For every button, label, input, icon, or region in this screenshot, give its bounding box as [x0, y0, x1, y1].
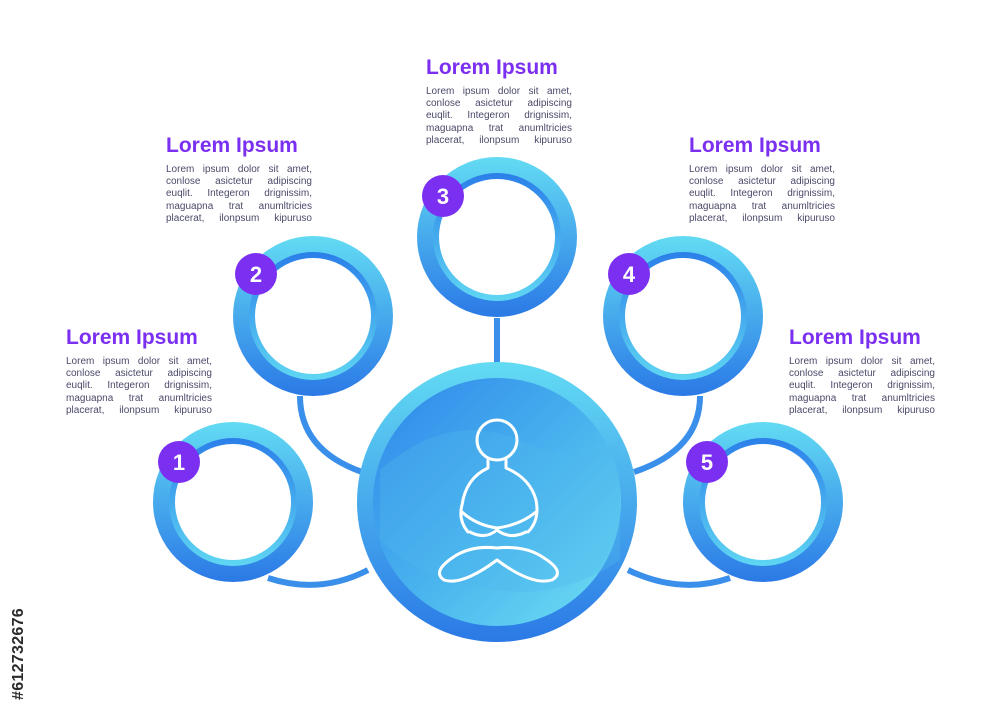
- connector-4: [633, 395, 703, 475]
- connector-1: [267, 567, 370, 588]
- description-line: Lorem ipsum dolor sit amet,: [789, 356, 935, 367]
- step-3-title: Lorem Ipsum: [426, 56, 558, 79]
- stock-id-watermark: #612732676: [10, 470, 30, 700]
- description-line: conlose asictetur adipiscing: [166, 176, 312, 188]
- description-line: euqlit. Integeron drignissim,: [426, 110, 572, 122]
- number-badge-1-label: 1: [173, 450, 185, 475]
- number-badge-4-label: 4: [623, 262, 636, 287]
- number-badge-5-label: 5: [701, 450, 713, 475]
- center-hub: [357, 362, 637, 642]
- number-badge-3: 3: [422, 175, 464, 217]
- description-line: Lorem ipsum dolor sit amet,: [426, 86, 572, 97]
- description-line: Lorem ipsum dolor sit amet,: [66, 356, 212, 367]
- step-5-title: Lorem Ipsum: [789, 326, 921, 349]
- step-ring-3: [417, 157, 577, 317]
- description-line: euqlit. Integeron drignissim,: [689, 188, 835, 200]
- step-3-text: Lorem Ipsum Lorem ipsum dolor sit amet, …: [426, 56, 572, 147]
- step-5-text: Lorem Ipsum Lorem ipsum dolor sit amet, …: [789, 326, 935, 417]
- step-5-description: Lorem ipsum dolor sit amet, conlose asic…: [789, 356, 935, 417]
- description-line: Lorem ipsum dolor sit amet,: [166, 164, 312, 175]
- step-4-text: Lorem Ipsum Lorem ipsum dolor sit amet, …: [689, 134, 835, 225]
- description-line: maguapna trat anumltricies: [166, 200, 312, 212]
- step-1-description: Lorem ipsum dolor sit amet, conlose asic…: [66, 356, 212, 417]
- description-line: euqlit. Integeron drignissim,: [789, 380, 935, 392]
- stock-id-text: #612732676: [10, 608, 27, 700]
- connectors: [267, 318, 731, 588]
- number-badge-3-label: 3: [437, 184, 449, 209]
- connector-2: [297, 395, 364, 475]
- description-line: euqlit. Integeron drignissim,: [66, 380, 212, 392]
- step-2-text: Lorem Ipsum Lorem ipsum dolor sit amet, …: [166, 134, 312, 225]
- description-line: conlose asictetur adipiscing: [689, 176, 835, 188]
- step-2-description: Lorem ipsum dolor sit amet, conlose asic…: [166, 164, 312, 225]
- number-badge-1: 1: [158, 441, 200, 483]
- step-4-title: Lorem Ipsum: [689, 134, 821, 157]
- description-line: maguapna trat anumltricies: [426, 122, 572, 134]
- description-line: euqlit. Integeron drignissim,: [166, 188, 312, 200]
- description-line: conlose asictetur adipiscing: [66, 368, 212, 380]
- description-line: placerat, ilonpsum kipuruso: [689, 212, 835, 224]
- number-badge-2-label: 2: [250, 262, 262, 287]
- description-line: maguapna trat anumltricies: [66, 392, 212, 404]
- meditation-figure-icon: [438, 418, 559, 583]
- description-line: conlose asictetur adipiscing: [789, 368, 935, 380]
- step-3-description: Lorem ipsum dolor sit amet, conlose asic…: [426, 86, 572, 147]
- description-line: maguapna trat anumltricies: [789, 392, 935, 404]
- step-4-description: Lorem ipsum dolor sit amet, conlose asic…: [689, 164, 835, 225]
- number-badge-2: 2: [235, 253, 277, 295]
- number-badge-5: 5: [686, 441, 728, 483]
- number-badge-4: 4: [608, 253, 650, 295]
- description-line: Lorem ipsum dolor sit amet,: [689, 164, 835, 175]
- description-line: placerat, ilonpsum kipuruso: [66, 404, 212, 416]
- description-line: placerat, ilonpsum kipuruso: [166, 212, 312, 224]
- step-1-text: Lorem Ipsum Lorem ipsum dolor sit amet, …: [66, 326, 212, 417]
- connector-5: [626, 567, 731, 588]
- step-1-title: Lorem Ipsum: [66, 326, 198, 349]
- description-line: maguapna trat anumltricies: [689, 200, 835, 212]
- description-line: placerat, ilonpsum kipuruso: [426, 134, 572, 146]
- description-line: conlose asictetur adipiscing: [426, 98, 572, 110]
- description-line: placerat, ilonpsum kipuruso: [789, 404, 935, 416]
- step-2-title: Lorem Ipsum: [166, 134, 298, 157]
